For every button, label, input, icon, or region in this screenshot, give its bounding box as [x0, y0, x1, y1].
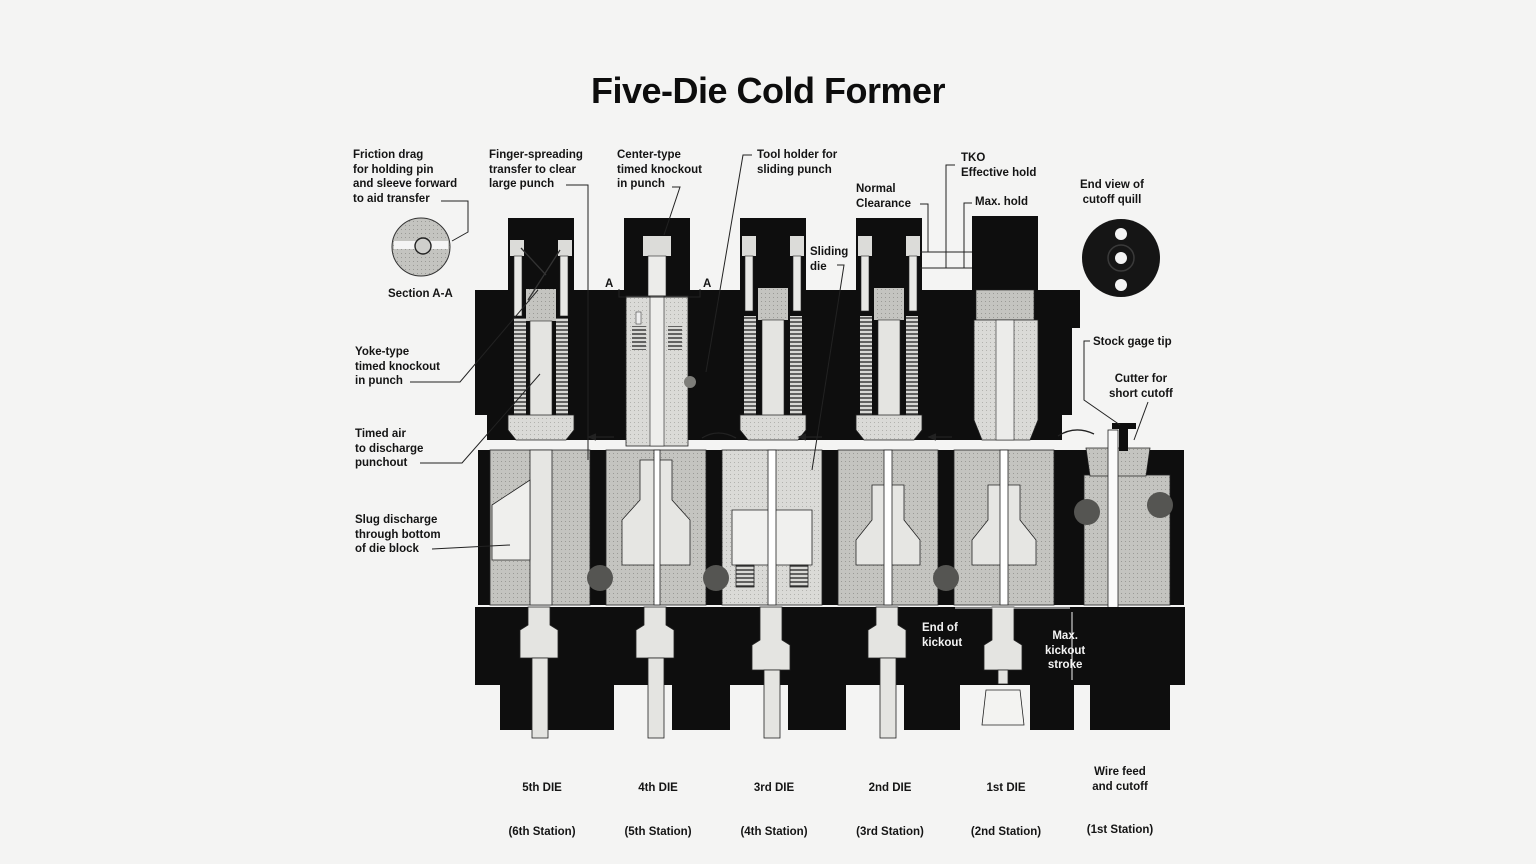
label-friction-drag: Friction drag for holding pin and sleeve… — [353, 149, 458, 205]
label-timed-air: Timed air to discharge punchout — [355, 428, 424, 469]
label-tko-effective-hold: TKO Effective hold — [961, 152, 1037, 179]
label-end-view-cutoff-quill: End view of cutoff quill — [1080, 179, 1144, 206]
station-caption-1st-die: 1st DIE (2nd Station) — [963, 752, 1049, 854]
cutoff-quill-end-view — [1082, 219, 1160, 297]
dimension-lines — [920, 164, 1073, 680]
transfer-arrows — [587, 429, 1095, 441]
station-name: (6th Station) — [508, 825, 576, 838]
section-marker-a-left: A — [605, 278, 614, 290]
label-slug-discharge: Slug discharge through bottom of die blo… — [355, 514, 441, 555]
station-name: (5th Station) — [624, 825, 692, 838]
label-sliding-die: Sliding die — [810, 246, 849, 273]
die-name: 4th DIE — [638, 782, 678, 794]
label-yoke-type-knockout: Yoke-type timed knockout in punch — [355, 346, 440, 387]
label-center-type-knockout: Center-type timed knockout in punch — [617, 149, 702, 190]
label-max-kickout-stroke: Max. kickout stroke — [1045, 630, 1086, 671]
station-name: (2nd Station) — [970, 825, 1042, 838]
section-marker-a-right: A — [703, 278, 712, 290]
die-name: 5th DIE — [522, 782, 562, 794]
station-caption-5th-die: 5th DIE (6th Station) — [499, 752, 585, 854]
punch-assembly-2nd-die — [855, 236, 923, 441]
station-caption-4th-die: 4th DIE (5th Station) — [615, 752, 701, 854]
station-name: (1st Station) — [1086, 824, 1154, 836]
stock-gage-tip — [1112, 423, 1136, 451]
label-stock-gage-tip: Stock gage tip — [1093, 336, 1172, 348]
punch-assembly-3rd-die — [739, 236, 807, 441]
die-name: 3rd DIE — [753, 782, 795, 794]
knockout-pins — [519, 606, 1025, 739]
label-max-hold: Max. hold — [975, 196, 1029, 208]
diagram-title: Five-Die Cold Former — [590, 70, 946, 111]
punch-assembly-4th-die — [625, 236, 696, 447]
die-name: 2nd DIE — [868, 782, 912, 794]
label-section-aa: Section A-A — [388, 288, 453, 300]
punch-assembly-5th-die — [507, 240, 575, 441]
station-caption-2nd-die: 2nd DIE (3rd Station) — [847, 752, 933, 854]
locating-balls — [587, 492, 1173, 591]
label-end-of-kickout: End of kickout — [922, 622, 963, 649]
station-caption-wire-feed: Wire feed and cutoff (1st Station) — [1077, 736, 1163, 852]
leader-lines — [410, 154, 1149, 550]
section-aa-view — [391, 217, 451, 277]
die-name: Wire feed and cutoff — [1092, 766, 1148, 793]
label-tool-holder: Tool holder for sliding punch — [757, 149, 838, 176]
label-cutter-short-cutoff: Cutter for short cutoff — [1109, 373, 1173, 400]
die-inserts — [491, 429, 1119, 721]
punch-assembly-1st-die — [973, 289, 1039, 441]
die-name: 1st DIE — [986, 782, 1026, 794]
label-finger-spreading-transfer: Finger-spreading transfer to clear large… — [489, 149, 583, 190]
label-normal-clearance: Normal Clearance — [856, 183, 911, 210]
station-name: (3rd Station) — [856, 825, 924, 838]
station-caption-3rd-die: 3rd DIE (4th Station) — [731, 752, 817, 854]
die-block — [478, 447, 1184, 606]
station-name: (4th Station) — [740, 825, 808, 838]
section-cut-line — [618, 289, 701, 298]
